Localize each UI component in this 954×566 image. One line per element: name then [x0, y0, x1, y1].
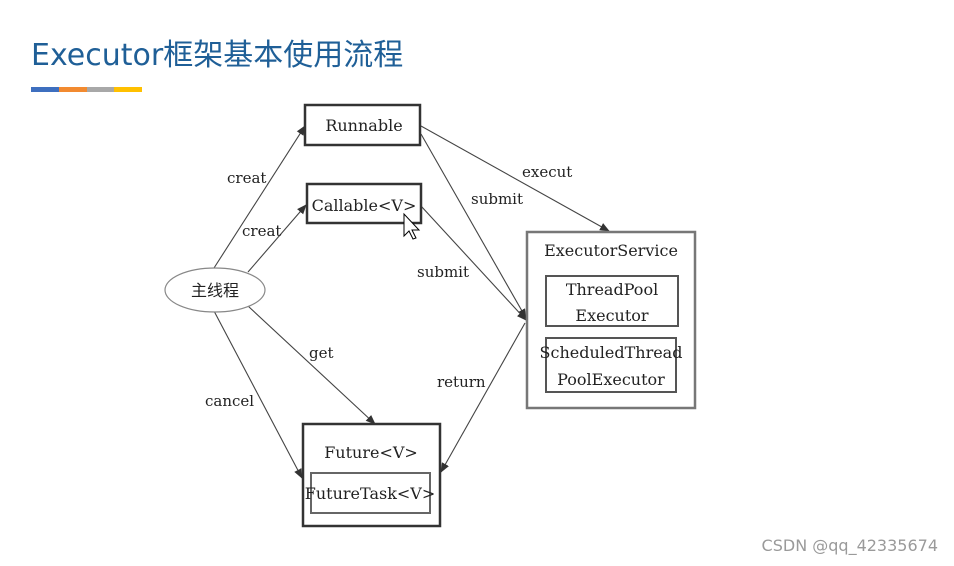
- edge-cancel: [213, 310, 303, 479]
- accent-bar-orange: [59, 87, 87, 92]
- edge-creat-runnable: [213, 125, 306, 269]
- mouse-cursor-icon: [403, 212, 421, 240]
- runnable-label: Runnable: [325, 116, 402, 135]
- executor-service-label: ExecutorService: [544, 241, 678, 260]
- accent-bar-yellow: [114, 87, 142, 92]
- label-creat-callable: creat: [242, 222, 281, 240]
- label-execut: execut: [522, 163, 572, 181]
- label-submit-runnable: submit: [471, 190, 523, 208]
- edge-execut: [420, 125, 610, 232]
- label-creat-runnable: creat: [227, 169, 266, 187]
- main-thread-node: [164, 267, 266, 313]
- future-task-label: FutureTask<V>: [305, 484, 436, 503]
- edge-creat-callable: [247, 204, 307, 273]
- edge-return: [440, 322, 526, 473]
- edge-submit-runnable: [420, 133, 527, 319]
- scheduled-executor-label-1: ScheduledThread: [540, 343, 683, 362]
- label-get: get: [309, 344, 334, 362]
- callable-node: [305, 182, 423, 225]
- edge-submit-callable: [420, 205, 527, 321]
- callable-label: Callable<V>: [312, 196, 417, 215]
- label-cancel: cancel: [205, 392, 254, 410]
- watermark: CSDN @qq_42335674: [761, 536, 938, 555]
- label-submit-callable: submit: [417, 263, 469, 281]
- future-task-node: [310, 472, 431, 514]
- label-return: return: [437, 373, 486, 391]
- accent-bar-gray: [87, 87, 114, 92]
- thread-pool-executor-node: [545, 275, 679, 327]
- scheduled-executor-node: [545, 337, 677, 393]
- page-title: Executor框架基本使用流程: [31, 38, 404, 73]
- runnable-node: [303, 103, 422, 147]
- edge-get: [247, 305, 376, 425]
- main-thread-label: 主线程: [191, 281, 239, 300]
- thread-pool-executor-label-1: ThreadPool: [566, 280, 658, 299]
- accent-bar-blue: [31, 87, 59, 92]
- thread-pool-executor-label-2: Executor: [575, 306, 649, 325]
- scheduled-executor-label-2: PoolExecutor: [557, 370, 665, 389]
- future-label: Future<V>: [324, 443, 418, 462]
